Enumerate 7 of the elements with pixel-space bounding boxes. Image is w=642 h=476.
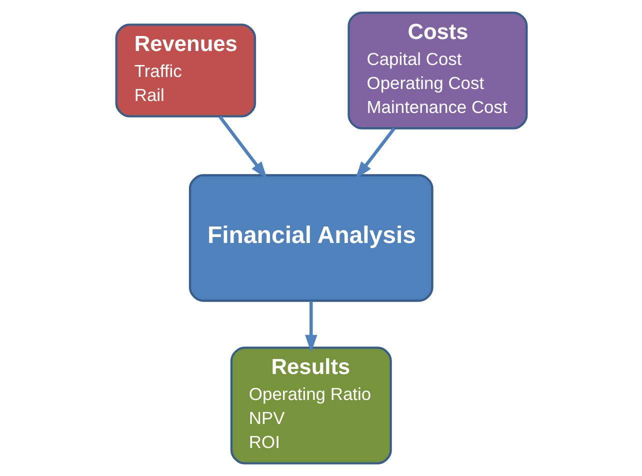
node-box: Results Operating Ratio NPV ROI: [230, 346, 392, 464]
node-box: Revenues Traffic Rail: [114, 24, 256, 118]
arrow: [218, 116, 267, 180]
arrow: [354, 128, 395, 180]
node-box: Financial Analysis: [188, 174, 433, 302]
arrow: [304, 301, 317, 352]
node-box: Costs Capital Cost Operating Cost Maintenance Cost: [347, 12, 528, 130]
